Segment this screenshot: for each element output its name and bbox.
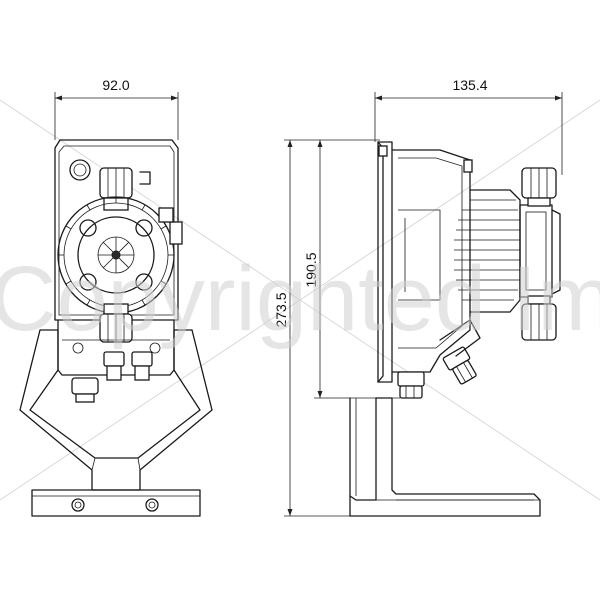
- watermark-lines: [0, 99, 600, 501]
- side-view: 135.4 190.5 273.5: [273, 77, 563, 517]
- dimension-total-height-label: 273.5: [273, 292, 289, 327]
- watermark-text: Copyrighted Image: [0, 248, 600, 350]
- dimension-side-depth: [374, 92, 563, 175]
- front-view: 92.0: [19, 77, 213, 517]
- dimension-side-depth-label: 135.4: [452, 77, 487, 93]
- dimension-body-height-label: 190.5: [303, 252, 319, 287]
- dimension-front-width-label: 92.0: [102, 77, 129, 93]
- dimension-front-width: [54, 92, 179, 140]
